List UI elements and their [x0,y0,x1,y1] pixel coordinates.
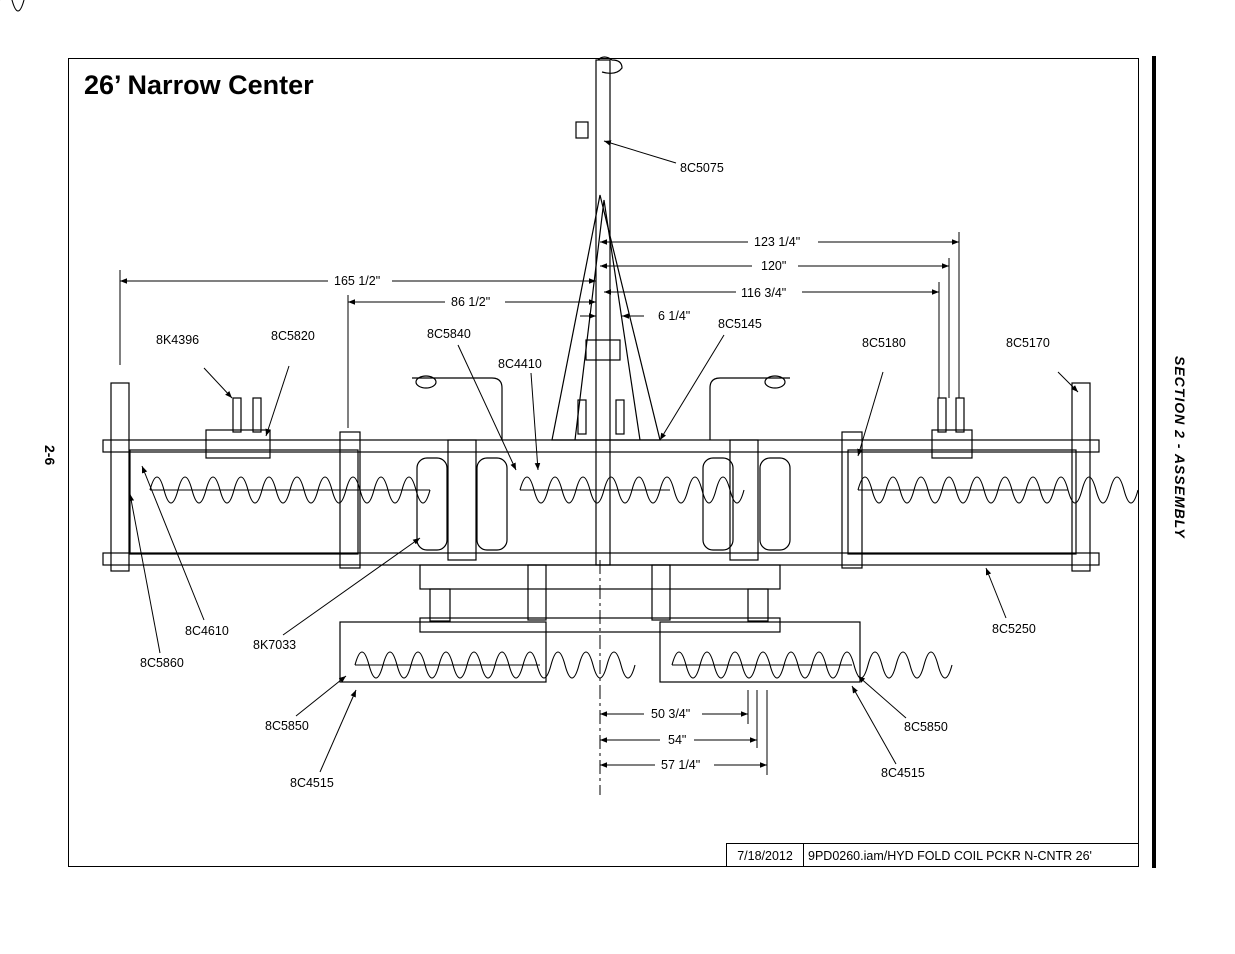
dim-50-three-quarter: 50 3/4" [651,707,690,721]
part-8c5250: 8C5250 [992,622,1036,636]
title-block: 7/18/2012 9PD0260.iam/HYD FOLD COIL PCKR… [726,843,1139,867]
part-8k4396: 8K4396 [156,333,199,347]
coil-packers [0,0,1139,679]
dim-86-half: 86 1/2" [451,295,490,309]
part-8c5850-left: 8C5850 [265,719,309,733]
dim-123-quarter: 123 1/4" [754,235,800,249]
part-8c5075: 8C5075 [680,161,724,175]
dim-6-quarter: 6 1/4" [658,309,690,323]
dim-54: 54" [668,733,686,747]
part-labels: 8C5075 8K4396 8C5820 8C5840 8C4410 8C514… [140,161,1050,790]
machine-frame [102,56,1100,683]
part-8c4515-left: 8C4515 [290,776,334,790]
part-8c4610: 8C4610 [185,624,229,638]
part-8c5170: 8C5170 [1006,336,1050,350]
drawing-frame [68,58,1139,867]
part-8c5850-right: 8C5850 [904,720,948,734]
dim-120: 120" [761,259,786,273]
part-8c5860: 8C5860 [140,656,184,670]
section-label: SECTION 2 - ASSEMBLY [1172,356,1188,539]
part-8c4515-right: 8C4515 [881,766,925,780]
dimension-lines [119,232,960,775]
dim-57-quarter: 57 1/4" [661,758,700,772]
part-8c4410: 8C4410 [498,357,542,371]
page-title: 26’ Narrow Center [84,70,314,100]
footer-date: 7/18/2012 [727,844,804,867]
part-8c5145: 8C5145 [718,317,762,331]
dim-165-half: 165 1/2" [334,274,380,288]
footer-file-name: 9PD0260.iam/HYD FOLD COIL PCKR N-CNTR 26… [808,848,1092,863]
part-8c5180: 8C5180 [862,336,906,350]
side-rule [1152,56,1156,868]
part-8k7033: 8K7033 [253,638,296,652]
page-number: 2-6 [42,445,58,466]
dimension-labels: 123 1/4" 120" 116 3/4" 165 1/2" 86 1/2" … [334,235,800,772]
part-8c5840: 8C5840 [427,327,471,341]
part-8c5820: 8C5820 [271,329,315,343]
dim-116-three-quarter: 116 3/4" [741,286,786,300]
leader-lines [128,140,1079,773]
